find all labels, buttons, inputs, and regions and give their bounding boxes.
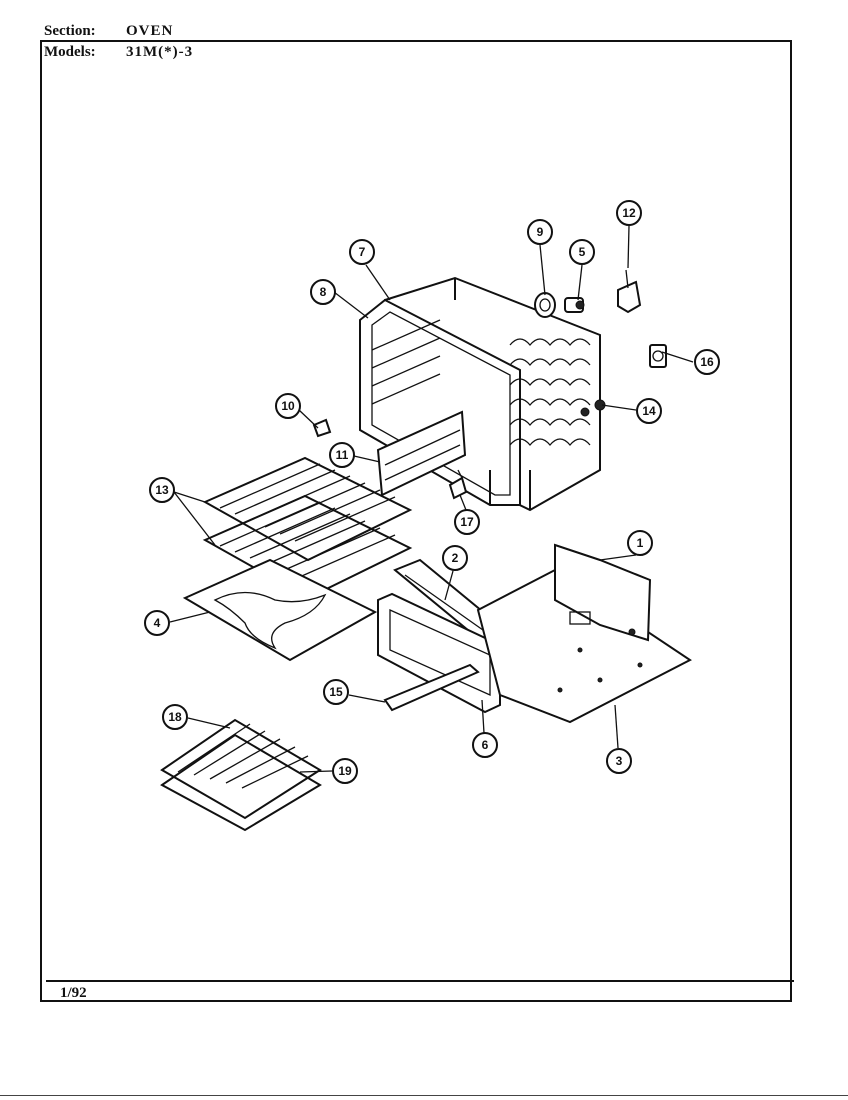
svg-text:6: 6 bbox=[482, 738, 489, 752]
svg-text:10: 10 bbox=[281, 399, 295, 413]
part-5-fitting bbox=[564, 297, 585, 313]
svg-text:18: 18 bbox=[168, 710, 182, 724]
svg-text:2: 2 bbox=[452, 551, 459, 565]
callout-10: 10 bbox=[275, 393, 301, 419]
callout-13: 13 bbox=[149, 477, 175, 503]
models-label: Models: bbox=[44, 44, 96, 60]
part-16-sensor bbox=[649, 344, 667, 368]
svg-text:16: 16 bbox=[700, 355, 714, 369]
callout-15: 15 bbox=[323, 679, 349, 705]
svg-text:14: 14 bbox=[642, 404, 656, 418]
svg-text:4: 4 bbox=[154, 616, 161, 630]
footer-divider bbox=[46, 980, 794, 982]
callout-12: 12 bbox=[616, 200, 642, 226]
page-bottom-rule bbox=[0, 1095, 848, 1096]
svg-text:9: 9 bbox=[537, 225, 544, 239]
callout-19: 19 bbox=[332, 758, 358, 784]
callout-7: 7 bbox=[349, 239, 375, 265]
callout-5: 5 bbox=[569, 239, 595, 265]
part-9-lamp-socket bbox=[534, 292, 556, 318]
svg-text:7: 7 bbox=[359, 245, 366, 259]
svg-text:11: 11 bbox=[336, 448, 349, 462]
part-12-bracket bbox=[617, 269, 642, 314]
svg-text:15: 15 bbox=[329, 685, 343, 699]
callout-1: 1 bbox=[627, 530, 653, 556]
svg-text:13: 13 bbox=[155, 483, 169, 497]
svg-text:17: 17 bbox=[460, 515, 474, 529]
svg-text:12: 12 bbox=[622, 206, 636, 220]
svg-text:5: 5 bbox=[579, 245, 586, 259]
diagram-frame bbox=[40, 40, 792, 1002]
callout-4: 4 bbox=[144, 610, 170, 636]
svg-text:3: 3 bbox=[616, 754, 623, 768]
leader-lines bbox=[169, 225, 694, 773]
callout-3: 3 bbox=[606, 748, 632, 774]
part-3-bottom-panel bbox=[476, 568, 692, 724]
callout-9: 9 bbox=[527, 219, 553, 245]
callout-11: 11 bbox=[329, 442, 355, 468]
models-value: 31M(*)-3 bbox=[126, 44, 194, 60]
callout-2: 2 bbox=[442, 545, 468, 571]
section-value: OVEN bbox=[126, 23, 174, 39]
part-11-side-panel bbox=[376, 410, 467, 497]
callout-17: 17 bbox=[454, 509, 480, 535]
part-6-front-frame bbox=[377, 592, 501, 714]
footer-date: 1/92 bbox=[60, 985, 87, 1001]
part-10-clip bbox=[312, 418, 332, 438]
part-4-bottom-plate bbox=[182, 558, 378, 662]
part-15-handle bbox=[383, 663, 480, 712]
part-18-broiler-grid bbox=[160, 718, 322, 820]
callout-18: 18 bbox=[162, 704, 188, 730]
callout-14: 14 bbox=[636, 398, 662, 424]
section-label: Section: bbox=[44, 23, 96, 39]
callout-6: 6 bbox=[472, 732, 498, 758]
callout-8: 8 bbox=[310, 279, 336, 305]
part-17-connector bbox=[448, 469, 468, 500]
svg-text:19: 19 bbox=[338, 764, 352, 778]
svg-text:8: 8 bbox=[320, 285, 327, 299]
svg-text:1: 1 bbox=[637, 536, 644, 550]
callout-16: 16 bbox=[694, 349, 720, 375]
part-19-broiler-pan bbox=[160, 733, 322, 832]
